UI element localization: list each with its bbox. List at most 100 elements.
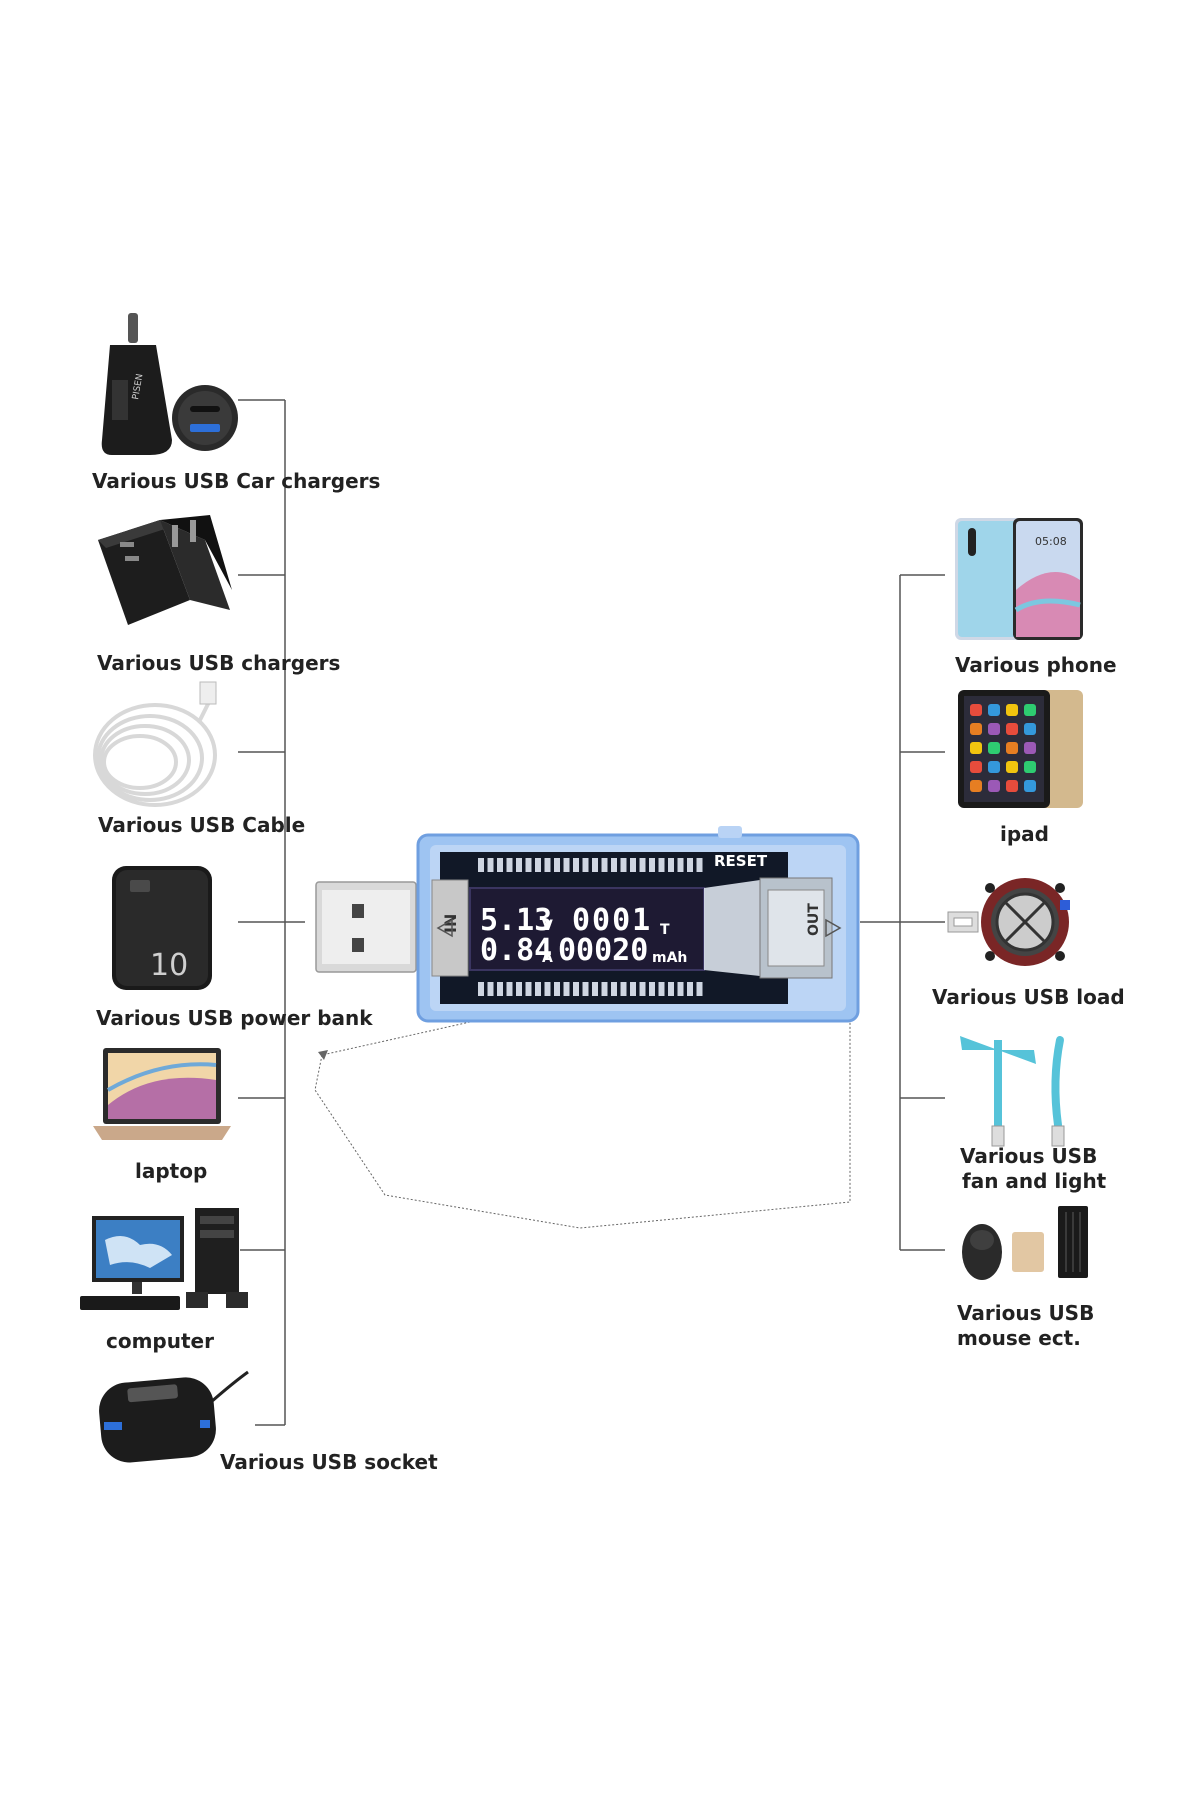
lcd-pin [554, 858, 560, 872]
lcd-pin [487, 858, 494, 872]
label-fan-light-line1: Various USB [960, 1144, 1097, 1168]
app-tile-icon [1006, 780, 1018, 792]
lcd-pin [582, 858, 589, 872]
lcd-voltage: 5.13 [480, 903, 552, 938]
lcd-pin [563, 982, 570, 996]
app-tile-icon [1024, 761, 1036, 773]
lcd-pin [582, 982, 589, 996]
in-label: IN [441, 914, 460, 933]
lcd-pin [668, 858, 674, 872]
lcd-capacity: 00020 [558, 933, 648, 968]
lcd-pin [497, 858, 503, 872]
app-tile-icon [970, 780, 982, 792]
label-mouse-line1: Various USB [957, 1301, 1094, 1325]
lcd-pin [630, 982, 636, 996]
lcd-current-unit: A [542, 950, 553, 966]
lcd-pin [696, 858, 703, 872]
lcd-pin [544, 858, 551, 872]
keyboard-icon [1058, 1206, 1088, 1278]
lcd-pin [525, 858, 532, 872]
app-tile-icon [988, 742, 1000, 754]
lcd-pins [478, 858, 703, 996]
lcd-time-unit: T [660, 922, 670, 938]
laptop-icon [93, 1048, 231, 1140]
app-tile-icon [988, 723, 1000, 735]
out-arrow-icon [825, 918, 842, 938]
lcd-pin [611, 858, 617, 872]
usb-hub-icon [99, 1370, 249, 1463]
label-computer: computer [106, 1329, 214, 1353]
app-tile-icon [970, 704, 982, 716]
reset-button[interactable]: RESET [714, 852, 768, 870]
lcd-pin [620, 982, 627, 996]
lcd-pin [554, 982, 560, 996]
in-arrow-icon [436, 918, 453, 938]
lcd-pin [544, 982, 551, 996]
lcd-voltage-unit: V [542, 918, 553, 934]
app-tile-icon [1006, 704, 1018, 716]
app-tile-icon [1024, 723, 1036, 735]
app-tile-icon [970, 742, 982, 754]
app-tile-icon [970, 761, 982, 773]
app-tile-icon [988, 704, 1000, 716]
lcd-pin [611, 982, 617, 996]
lcd-pin [677, 858, 684, 872]
label-socket: Various USB socket [220, 1450, 438, 1474]
lcd-pin [563, 858, 570, 872]
app-tile-icon [970, 723, 982, 735]
usb-fan-icon [960, 1036, 1036, 1147]
lcd-pin [668, 982, 674, 996]
lcd-pin [620, 858, 627, 872]
lcd-pin [535, 982, 541, 996]
lcd-pin [478, 982, 484, 996]
out-label: OUT [806, 903, 822, 936]
app-tile-icon [1024, 780, 1036, 792]
lcd-pin [516, 982, 522, 996]
lcd-pin [478, 858, 484, 872]
label-mouse-line2: mouse ect. [957, 1326, 1081, 1350]
lcd-pin [535, 858, 541, 872]
lcd-pin [649, 982, 655, 996]
label-load: Various USB load [932, 985, 1125, 1009]
computer-icon [80, 1208, 248, 1310]
label-chargers: Various USB chargers [97, 651, 340, 675]
usb-tester-device: IN 5.13 V 0001 T 0.84 A 00020 mAh OUT RE… [315, 826, 860, 1023]
lcd-pin [639, 858, 646, 872]
lcd-pin [573, 858, 579, 872]
device-shadow-outline [314, 1020, 851, 1229]
lcd-pin [601, 982, 608, 996]
lcd-pin [592, 858, 598, 872]
car-charger-icon: PISEN [101, 313, 238, 455]
usb-male-plug [315, 881, 417, 973]
lcd-pin [687, 982, 693, 996]
label-ipad: ipad [1000, 822, 1049, 846]
lcd-pin [696, 982, 703, 996]
label-fan-light-line2: fan and light [962, 1169, 1107, 1193]
mouse-icon [962, 1224, 1002, 1280]
label-power-bank: Various USB power bank [96, 1006, 373, 1030]
connector-lines [238, 399, 945, 1426]
label-car-chargers: Various USB Car chargers [92, 469, 380, 493]
lcd-pin [573, 982, 579, 996]
lcd-pin [497, 982, 503, 996]
app-tile-icon [1024, 742, 1036, 754]
svg-text:10: 10 [150, 948, 188, 983]
lcd-screen [469, 887, 705, 971]
lcd-pin [677, 982, 684, 996]
lcd-pin [516, 858, 522, 872]
lcd-pin [506, 858, 513, 872]
usb-load-icon [947, 878, 1070, 966]
lcd-pin [687, 858, 693, 872]
app-tile-icon [988, 761, 1000, 773]
lcd-pin [639, 982, 646, 996]
svg-text:PISEN: PISEN [131, 373, 145, 401]
lcd-pin [525, 982, 532, 996]
wall-charger-icon [98, 515, 232, 625]
app-tile-icon [988, 780, 1000, 792]
lcd-pin [658, 982, 665, 996]
usb-light-icon [1051, 1036, 1065, 1147]
lcd-pin [601, 858, 608, 872]
lcd-pin [506, 982, 513, 996]
lcd-current: 0.84 [480, 933, 552, 968]
